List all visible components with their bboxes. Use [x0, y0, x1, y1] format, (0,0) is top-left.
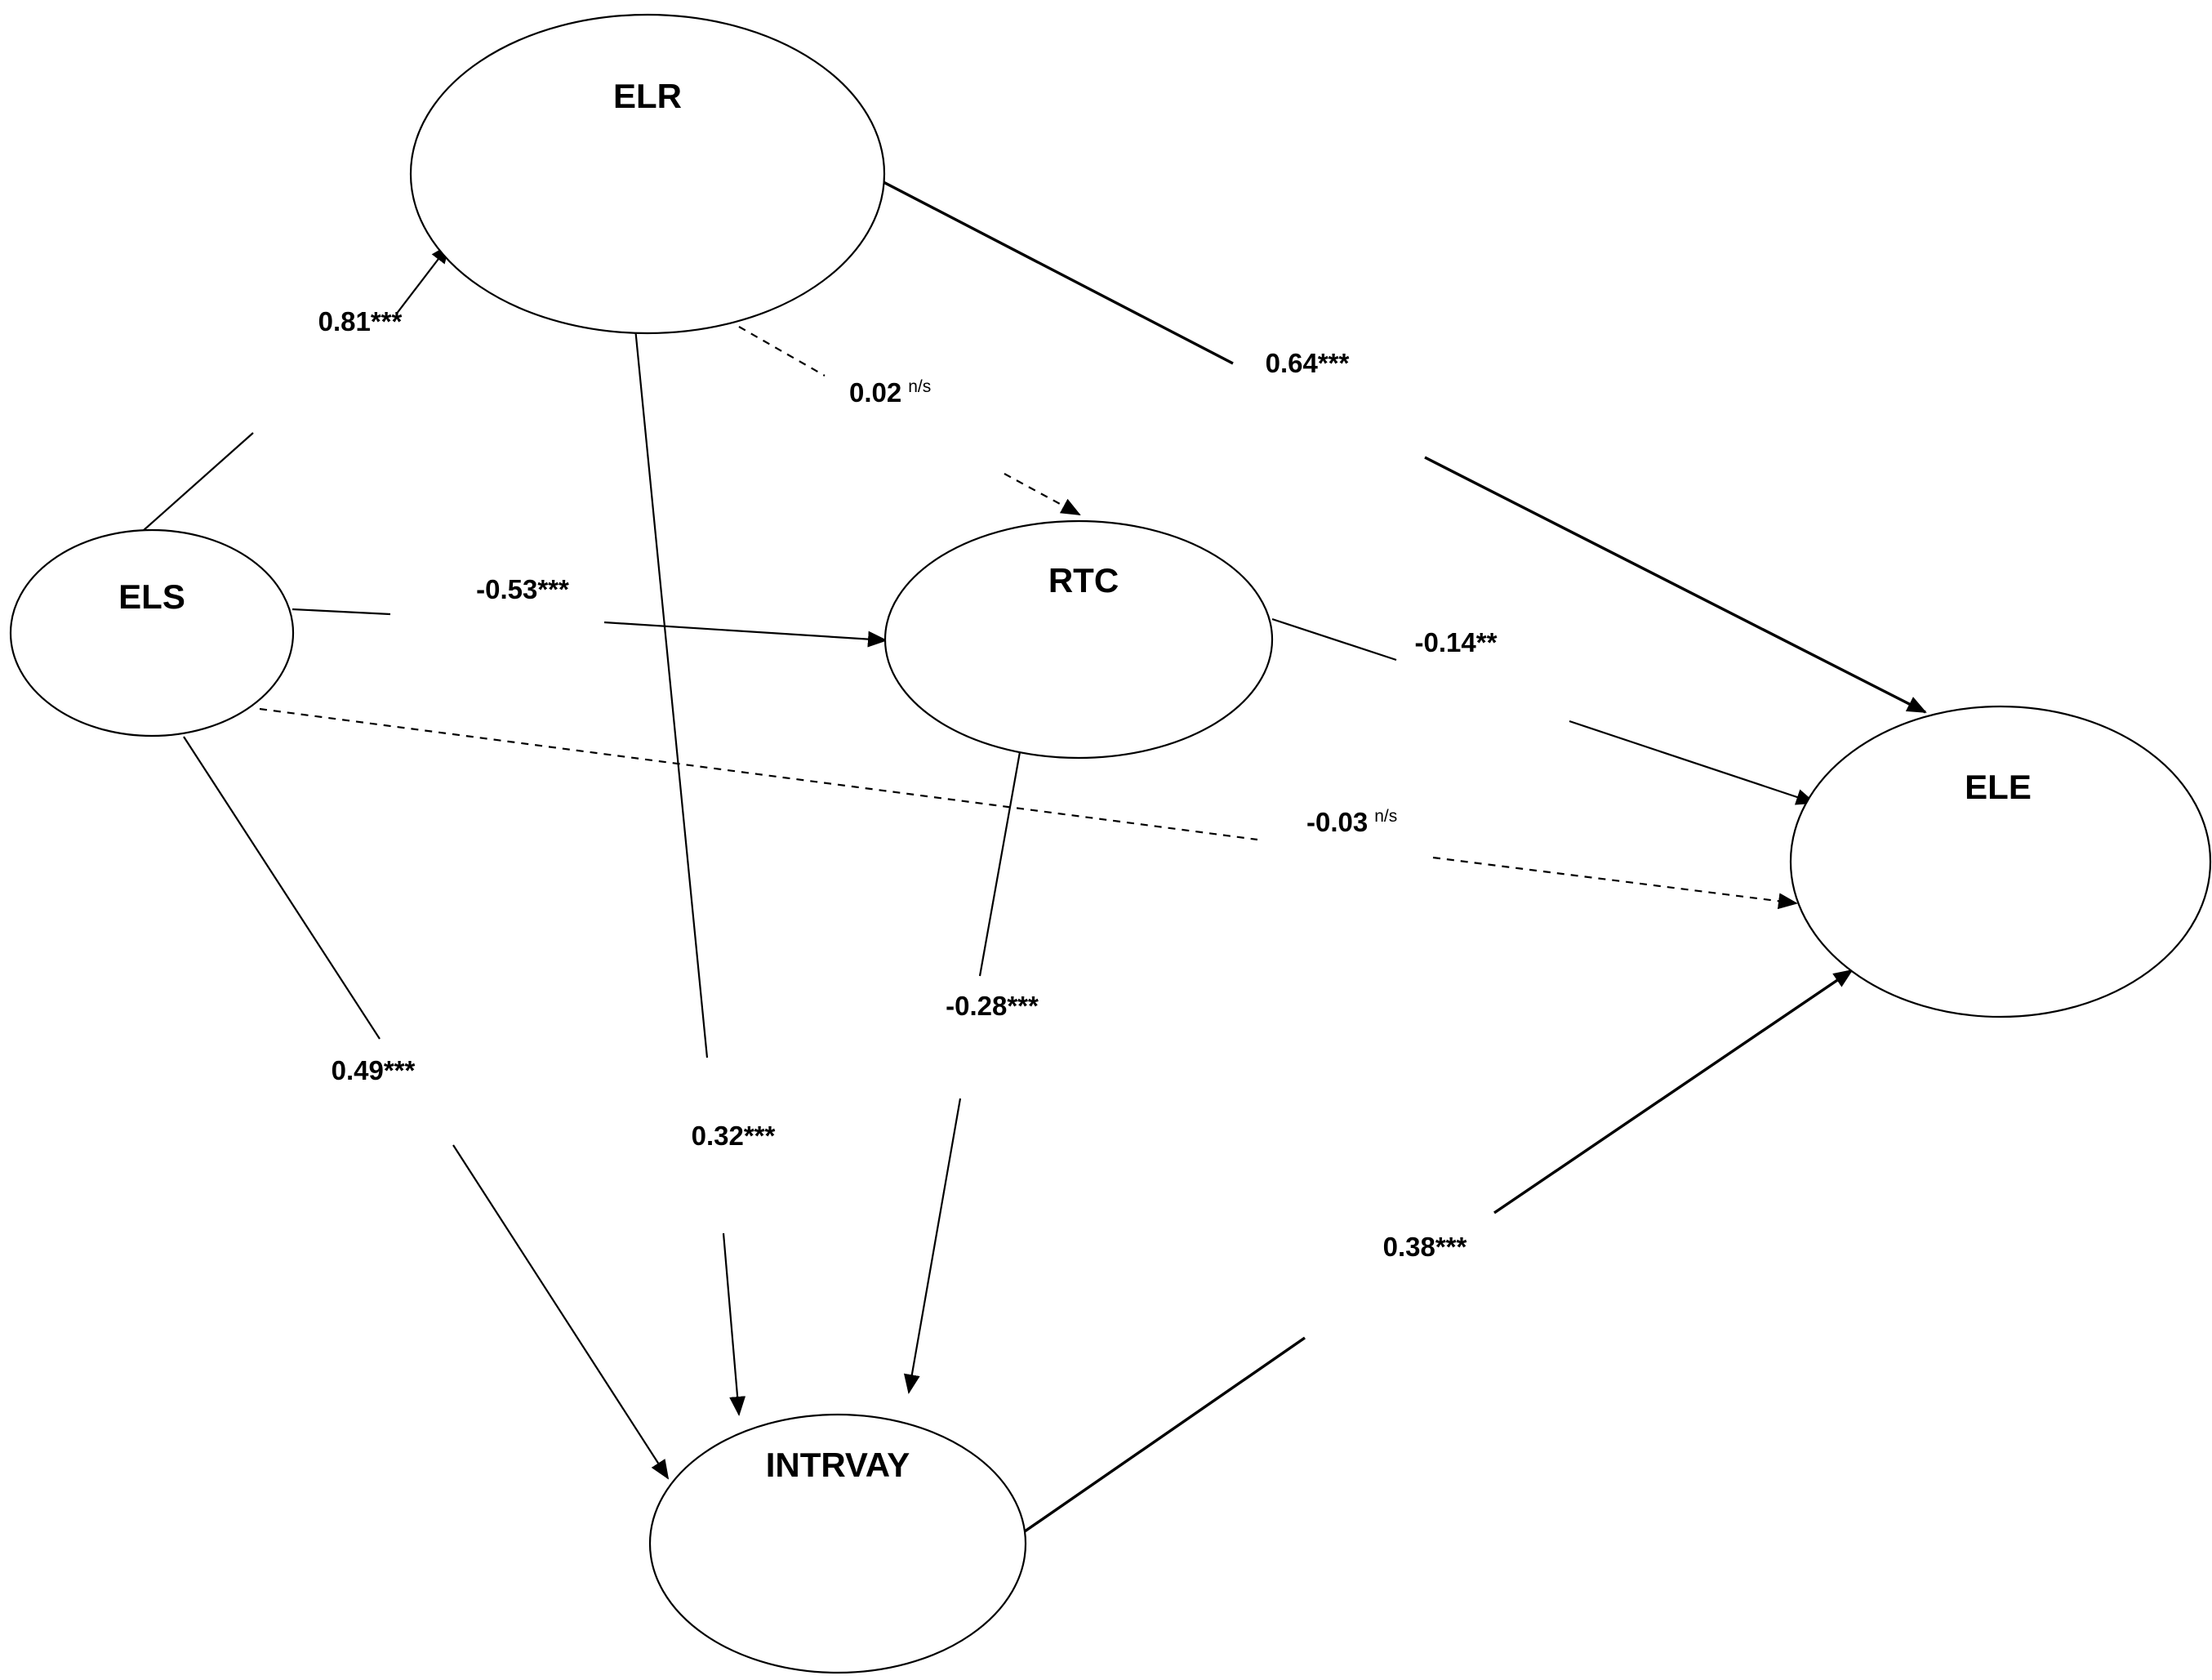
- node-label: INTRVAY: [766, 1446, 910, 1484]
- coef-intrvay-ele: 0.38***: [1383, 1232, 1467, 1262]
- edge-els-intrvay: [183, 736, 670, 1480]
- edge-elr-ele: [883, 180, 1927, 714]
- node-intrvay: INTRVAY: [648, 1413, 1027, 1674]
- edge-rtc-intrvay: [903, 738, 1024, 1394]
- node-ele: ELE: [1789, 705, 2212, 1018]
- coef-elr-ele: 0.64***: [1266, 348, 1350, 378]
- coef-rtc-ele: -0.14**: [1415, 627, 1498, 657]
- node-label: RTC: [1048, 561, 1119, 599]
- edge-elr-intrvay: [634, 328, 746, 1416]
- node-label: ELS: [118, 577, 185, 616]
- coef-els-elr: 0.81***: [318, 306, 403, 336]
- node-elr: ELR: [409, 13, 886, 335]
- coef-els-rtc: -0.53***: [476, 574, 569, 604]
- edge-elr-rtc: [738, 326, 1081, 515]
- edge-els-rtc: [292, 608, 888, 648]
- node-els: ELS: [9, 528, 295, 738]
- node-label: ELE: [1965, 768, 2032, 806]
- node-rtc: RTC: [883, 519, 1274, 760]
- coef-elr-intrvay: 0.32***: [692, 1121, 776, 1151]
- coef-rtc-intrvay: -0.28***: [946, 991, 1039, 1021]
- edge-els-ele: [259, 707, 1798, 910]
- edge-intrvay-ele: [1024, 969, 1854, 1533]
- edge-rtc-ele: [1271, 617, 1816, 805]
- edge-els-elr: [142, 243, 451, 532]
- node-label: ELR: [613, 77, 682, 115]
- coef-els-intrvay: 0.49***: [332, 1055, 416, 1085]
